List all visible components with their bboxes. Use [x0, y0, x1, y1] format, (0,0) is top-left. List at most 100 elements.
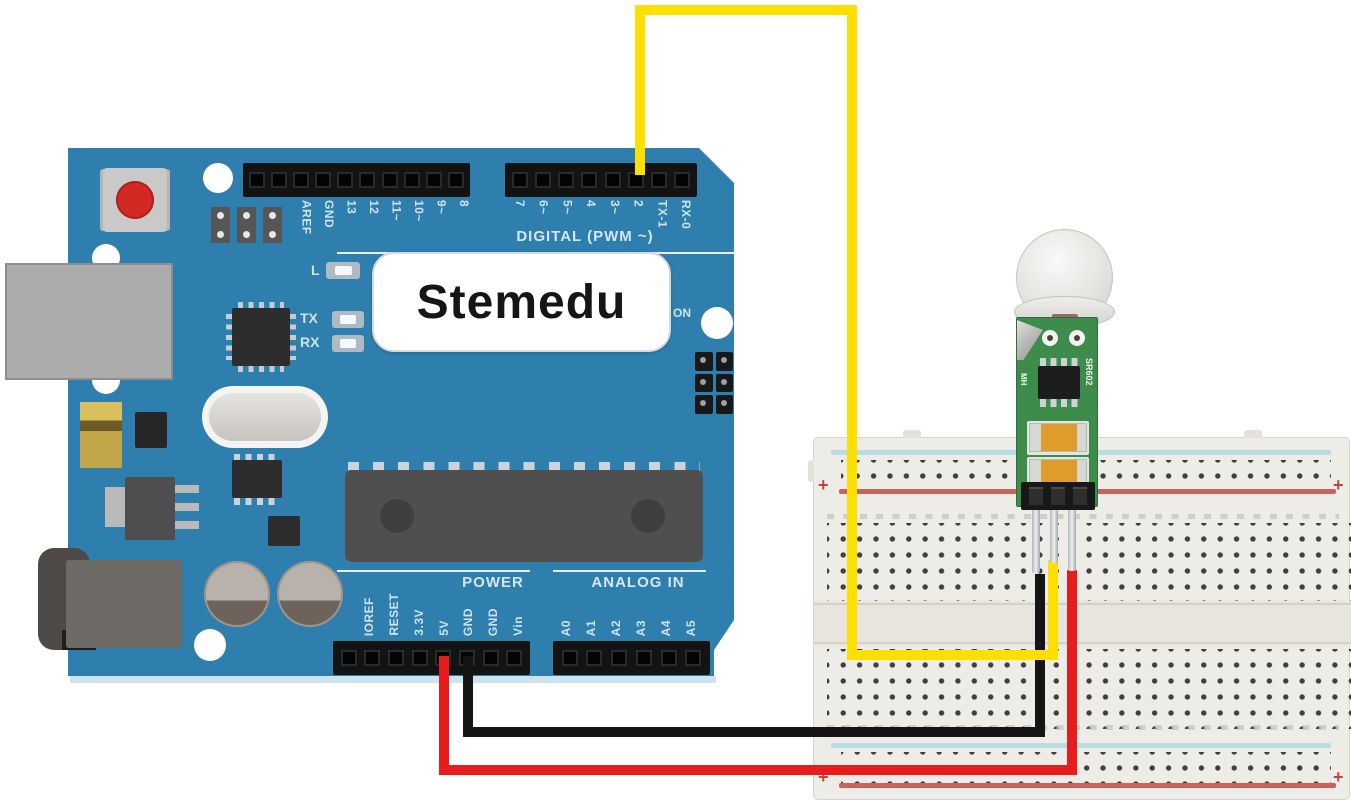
pin-label: 5~ [560, 200, 575, 215]
pin-socket[interactable] [506, 650, 523, 666]
pin-socket[interactable] [685, 650, 702, 666]
column-numbers [827, 725, 1339, 730]
mounting-hole [194, 629, 226, 661]
crystal-oscillator [202, 386, 328, 448]
analog-header[interactable] [553, 641, 710, 675]
pin-socket[interactable] [364, 650, 381, 666]
pin-socket[interactable] [627, 172, 644, 188]
pin-socket[interactable] [650, 172, 667, 188]
icsp-pin[interactable] [715, 352, 733, 371]
icsp-pin[interactable] [695, 352, 713, 371]
rail-plus-symbol: + [1333, 475, 1344, 495]
pir-mount-hole [1069, 330, 1085, 346]
solder-pad [237, 207, 256, 243]
pir-pin-vcc[interactable] [1068, 505, 1076, 571]
icsp-pin[interactable] [695, 373, 713, 393]
electrolytic-capacitor [277, 561, 343, 627]
icsp-header[interactable] [695, 352, 733, 414]
pin-socket[interactable] [512, 172, 529, 188]
silkscreen-line [337, 570, 530, 572]
atmega328-chip [345, 470, 703, 562]
pin-socket[interactable] [359, 172, 376, 188]
pin-socket[interactable] [561, 650, 578, 666]
chip-pins [238, 366, 284, 372]
led-rx [332, 335, 364, 352]
mounting-hole [701, 307, 733, 339]
terminal-grid-top[interactable] [827, 523, 1351, 603]
chip-pins [234, 498, 280, 505]
pin-label: 12 [366, 200, 381, 215]
pir-silk-mh: MH [1019, 373, 1028, 386]
rail-plus-symbol: + [818, 767, 829, 787]
pin-socket[interactable] [387, 650, 404, 666]
pin-socket[interactable] [411, 650, 428, 666]
small-ic [268, 516, 300, 546]
pin-socket[interactable] [604, 172, 621, 188]
led-l-label: L [311, 262, 320, 278]
pir-silk-model: SR602 [1084, 358, 1094, 386]
pin-socket[interactable] [403, 172, 420, 188]
pin-socket[interactable] [611, 650, 628, 666]
icsp-pin[interactable] [715, 395, 733, 414]
pin-socket[interactable] [482, 650, 499, 666]
breadboard-tab [903, 430, 921, 438]
analog-section-label: ANALOG IN [591, 574, 685, 591]
solder-pads [211, 207, 282, 243]
reset-button[interactable] [103, 168, 167, 232]
terminal-grid-bottom[interactable] [827, 649, 1351, 729]
regulator-leg [175, 521, 199, 529]
pin-socket[interactable] [337, 172, 354, 188]
wire-5v-red[interactable] [439, 570, 1077, 775]
capacitor-yellow [80, 402, 122, 468]
mounting-hole [203, 163, 233, 193]
pin-socket[interactable] [660, 650, 677, 666]
pin-label: 10~ [411, 200, 426, 222]
pin-socket[interactable] [340, 650, 357, 666]
pin-socket[interactable] [586, 650, 603, 666]
breadboard-tab [808, 460, 814, 482]
icsp-pin[interactable] [695, 395, 713, 414]
chip-pins [238, 302, 284, 308]
pin-socket[interactable] [293, 172, 310, 188]
pir-pin-out[interactable] [1050, 505, 1058, 563]
power-header[interactable] [333, 641, 530, 675]
pir-ic-chip [1038, 366, 1080, 399]
silkscreen-line [553, 570, 706, 572]
pir-sensor-module: MH SR602 [1016, 317, 1098, 510]
pin-socket[interactable] [635, 650, 652, 666]
column-numbers [827, 514, 1339, 519]
solder-pad [211, 207, 230, 243]
pin-socket[interactable] [271, 172, 288, 188]
pir-pin-gnd[interactable] [1032, 505, 1040, 573]
reset-button-cap[interactable] [116, 181, 154, 219]
pir-metal-clip [1017, 320, 1043, 360]
pin-socket[interactable] [673, 172, 690, 188]
regulator-tab [105, 487, 127, 527]
pin-socket[interactable] [447, 172, 464, 188]
pir-dome-slit [1052, 314, 1078, 319]
wire-signal-yellow[interactable] [635, 5, 1058, 660]
pin-socket[interactable] [315, 172, 332, 188]
pin-socket[interactable] [581, 172, 598, 188]
regulator-leg [175, 485, 199, 493]
power-section-label: POWER [462, 574, 524, 591]
bottom-rail-blue-line [831, 743, 1331, 748]
pin-socket[interactable] [249, 172, 266, 188]
pin-socket[interactable] [381, 172, 398, 188]
chip-dimple [380, 499, 414, 533]
rail-plus-symbol: + [1333, 767, 1344, 787]
digital-header-right[interactable] [505, 163, 697, 197]
pin-socket[interactable] [425, 172, 442, 188]
pin-label: 2 [631, 200, 646, 208]
pin-label: 8 [456, 200, 471, 208]
pin-socket[interactable] [558, 172, 575, 188]
pin-label: 7 [512, 200, 527, 208]
pin-label: 3~ [607, 200, 622, 215]
pir-ic-pins [1040, 358, 1078, 366]
icsp-pin[interactable] [715, 373, 733, 393]
pin-socket[interactable] [535, 172, 552, 188]
digital-header-left[interactable] [243, 163, 470, 197]
brand-label: Stemedu [372, 252, 671, 352]
